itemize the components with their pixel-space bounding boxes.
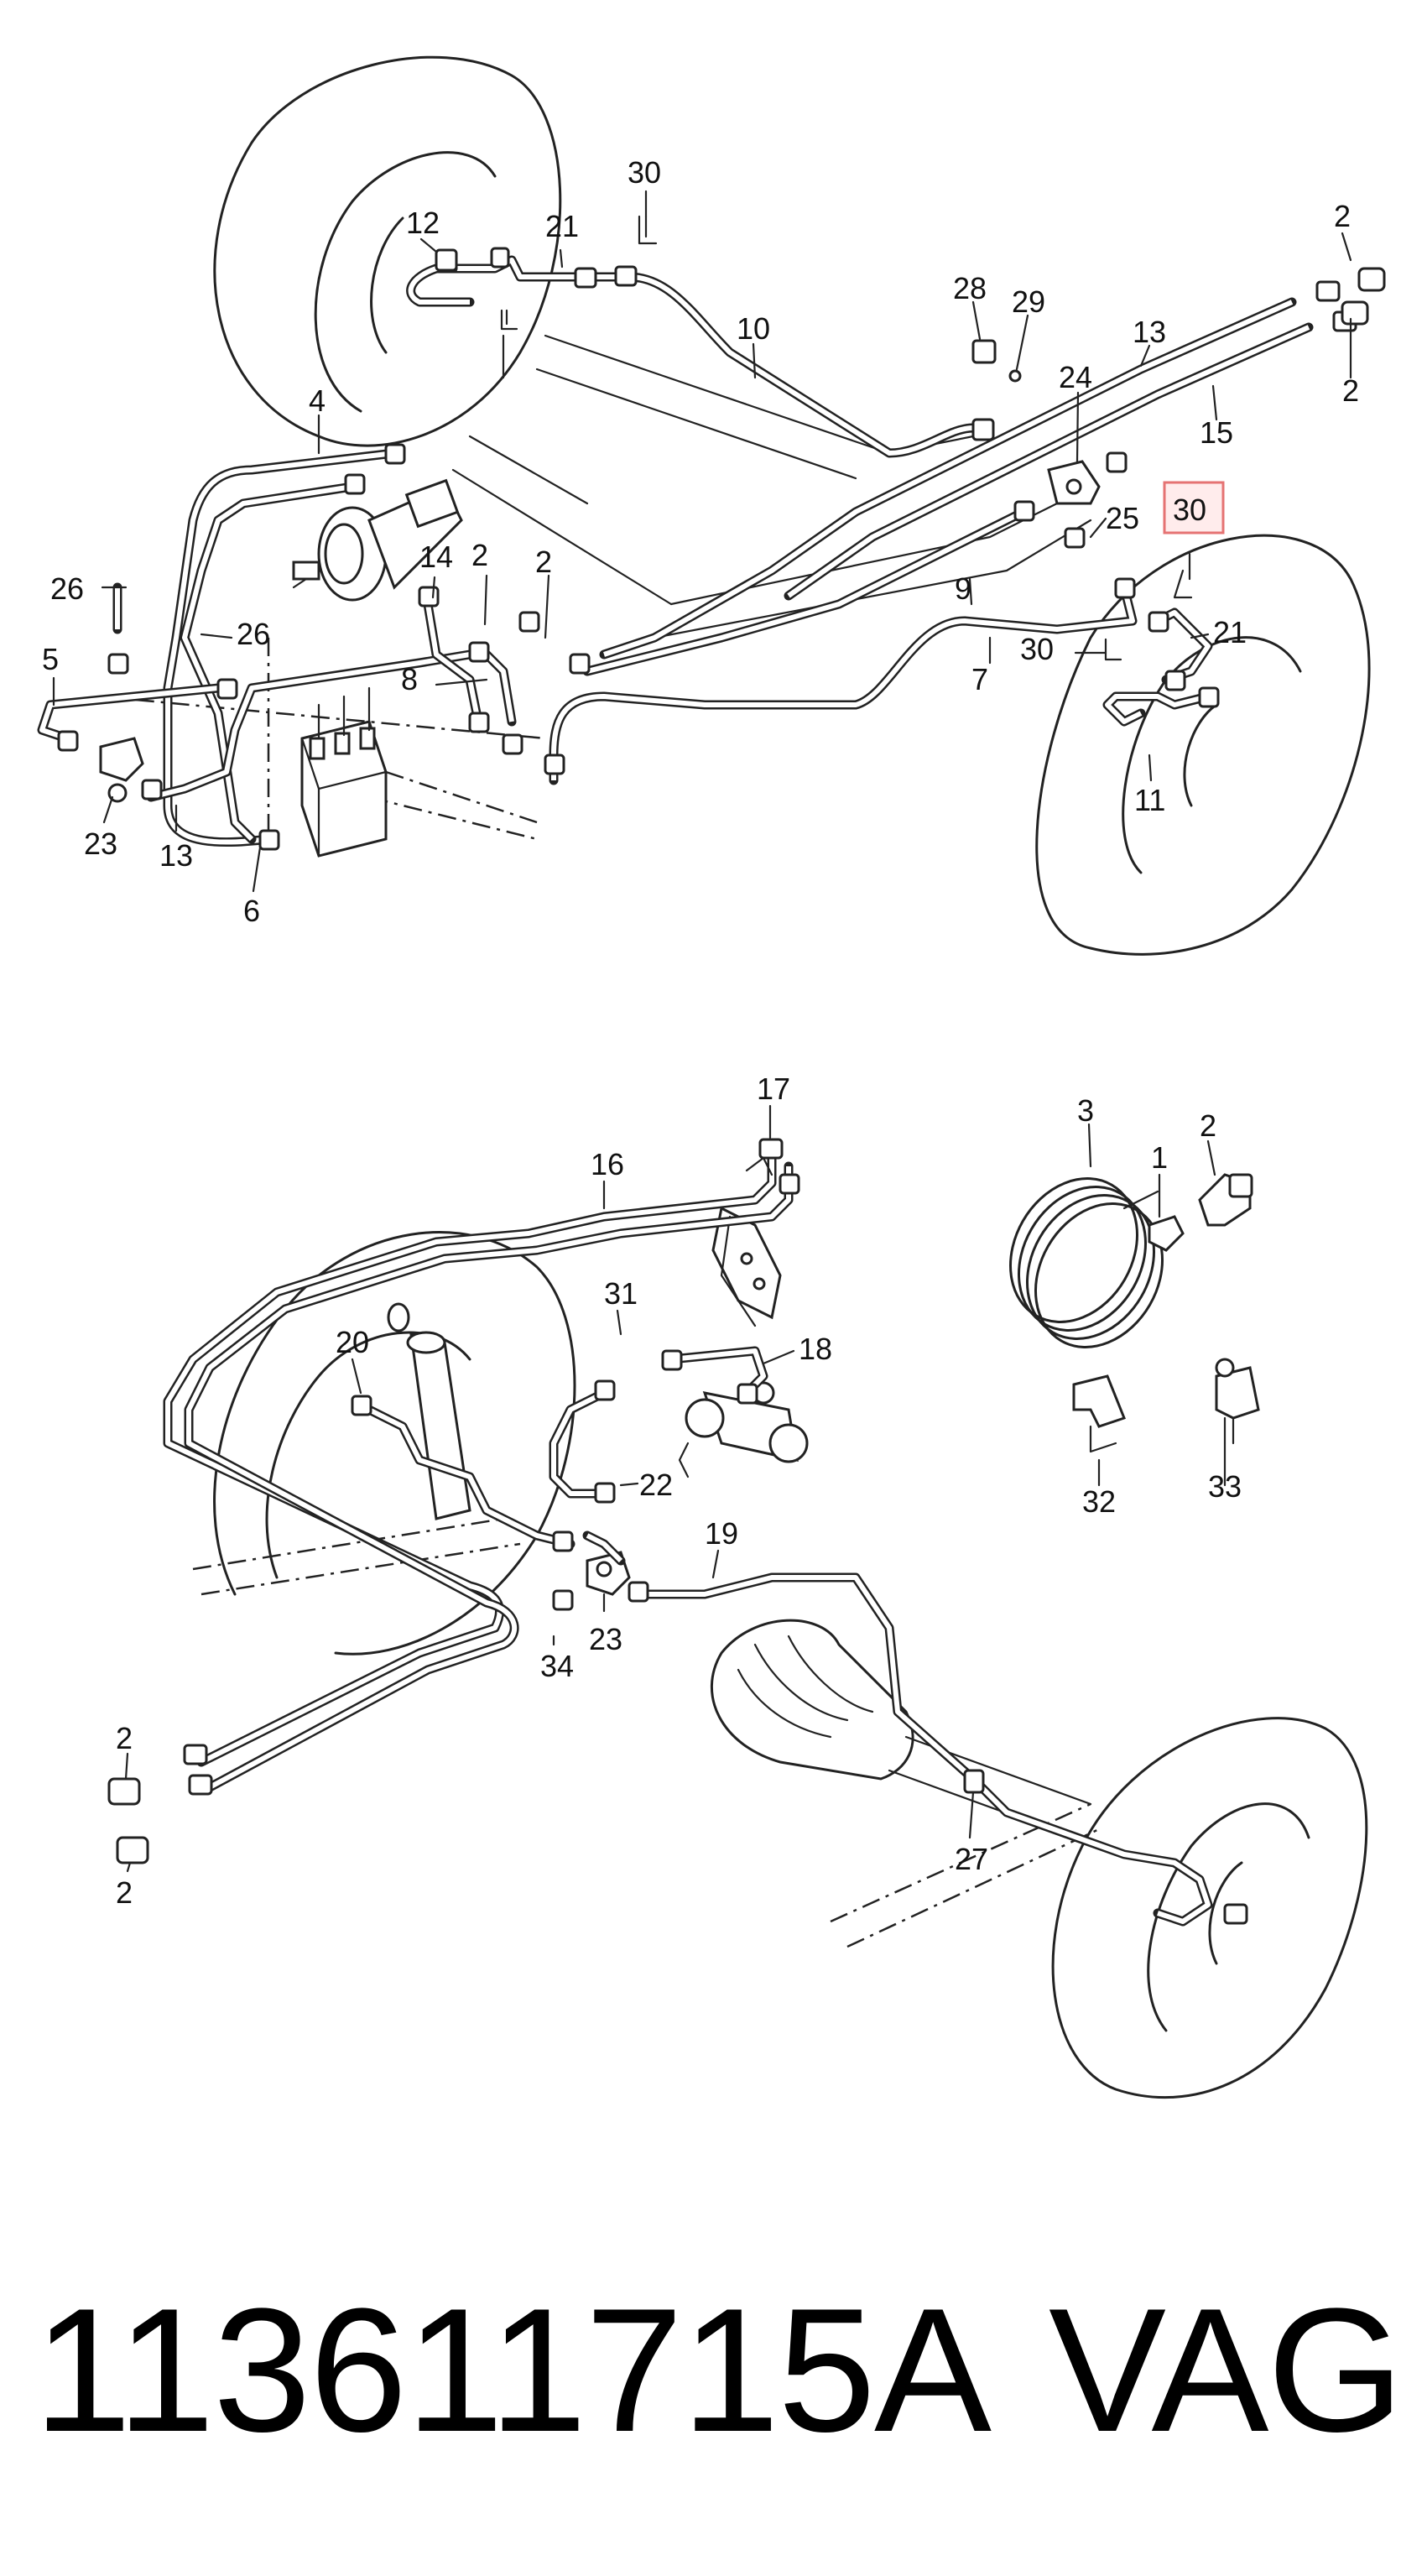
label-3: 3 bbox=[1077, 1093, 1094, 1128]
label-13-b: 13 bbox=[159, 838, 193, 873]
label-34: 34 bbox=[540, 1649, 574, 1683]
drive-shaft-boot bbox=[710, 1619, 1092, 1839]
brake-pipes-lower bbox=[163, 1145, 1213, 1927]
label-2-b: 2 bbox=[1342, 373, 1359, 408]
label-17: 17 bbox=[757, 1072, 790, 1106]
label-16: 16 bbox=[591, 1147, 624, 1181]
label-30-c: 30 bbox=[1020, 632, 1054, 666]
label-24: 24 bbox=[1059, 360, 1092, 394]
top-brake-assembly: 30 12 21 2 2 28 29 13 10 4 24 15 30 25 2… bbox=[37, 55, 1386, 956]
bolt-33 bbox=[1215, 1358, 1260, 1445]
label-26-b: 26 bbox=[237, 617, 270, 651]
label-19: 19 bbox=[705, 1516, 738, 1551]
label-11: 11 bbox=[1134, 783, 1165, 817]
leader-lines-lower bbox=[124, 1104, 1227, 1873]
label-22: 22 bbox=[639, 1468, 673, 1502]
label-20: 20 bbox=[336, 1325, 369, 1359]
label-4: 4 bbox=[309, 383, 326, 418]
tee-fitting-upper bbox=[99, 737, 144, 803]
brand-caption: VAG bbox=[1049, 2271, 1401, 2469]
tire-right-upper bbox=[1035, 534, 1371, 956]
label-13-a: 13 bbox=[1133, 315, 1166, 349]
label-28: 28 bbox=[953, 271, 987, 305]
label-29: 29 bbox=[1012, 284, 1045, 319]
label-2-a: 2 bbox=[1334, 199, 1351, 233]
label-31: 31 bbox=[604, 1276, 638, 1311]
label-10: 10 bbox=[737, 311, 770, 346]
label-23-b: 23 bbox=[589, 1622, 622, 1656]
label-30-a: 30 bbox=[628, 155, 661, 190]
leader-lines-upper bbox=[52, 190, 1352, 893]
label-2-c: 2 bbox=[471, 538, 488, 572]
pipe-fittings-upper bbox=[57, 247, 1386, 851]
pipe-nut-and-adapter bbox=[1148, 1173, 1253, 1252]
part-number-caption: 113611715A bbox=[34, 2271, 992, 2469]
shock-absorber bbox=[387, 1302, 471, 1520]
coiled-brake-pipe bbox=[1009, 1177, 1164, 1348]
label-5: 5 bbox=[42, 642, 59, 676]
label-9: 9 bbox=[955, 571, 971, 606]
distribution-block-24 bbox=[1047, 460, 1101, 505]
label-21-a: 21 bbox=[545, 209, 579, 243]
label-33: 33 bbox=[1208, 1469, 1242, 1504]
mounting-bracket bbox=[711, 1206, 782, 1327]
top-labels: 30 12 21 2 2 28 29 13 10 4 24 15 30 25 2… bbox=[42, 155, 1359, 928]
label-27: 27 bbox=[955, 1842, 988, 1876]
clip-32 bbox=[1072, 1374, 1126, 1453]
tire-right-lower bbox=[1051, 1717, 1368, 2099]
label-2-g: 2 bbox=[116, 1875, 133, 1910]
label-32: 32 bbox=[1082, 1484, 1116, 1519]
label-18: 18 bbox=[799, 1332, 832, 1366]
valve-block bbox=[300, 686, 388, 858]
label-1: 1 bbox=[1151, 1140, 1168, 1175]
label-6: 6 bbox=[243, 894, 260, 928]
label-12: 12 bbox=[406, 206, 440, 240]
highlight-box-30 bbox=[1163, 481, 1225, 534]
label-2-e: 2 bbox=[1200, 1108, 1216, 1143]
label-15: 15 bbox=[1200, 415, 1233, 450]
label-23-a: 23 bbox=[84, 827, 117, 861]
label-7: 7 bbox=[971, 662, 988, 696]
label-25: 25 bbox=[1106, 501, 1139, 535]
label-26-a: 26 bbox=[50, 571, 84, 606]
label-8: 8 bbox=[401, 662, 418, 696]
pipe-fittings-lower bbox=[107, 1138, 1248, 1925]
brake-pipes-upper bbox=[37, 255, 1314, 847]
label-30-highlighted: 30 bbox=[1173, 493, 1206, 527]
tire-left-upper bbox=[213, 55, 562, 447]
bottom-brake-assembly: 17 3 2 1 16 31 18 20 22 32 33 19 34 23 2… bbox=[107, 1072, 1368, 2099]
label-2-d: 2 bbox=[535, 545, 552, 579]
label-21-b: 21 bbox=[1213, 615, 1247, 649]
label-2-f: 2 bbox=[116, 1721, 133, 1755]
clip-symbols-upper bbox=[500, 215, 1193, 661]
label-14: 14 bbox=[419, 540, 453, 574]
brake-master-cylinder bbox=[292, 478, 463, 602]
pressure-regulator-valve bbox=[678, 1381, 809, 1478]
bottom-labels: 17 3 2 1 16 31 18 20 22 32 33 19 34 23 2… bbox=[116, 1072, 1242, 1910]
